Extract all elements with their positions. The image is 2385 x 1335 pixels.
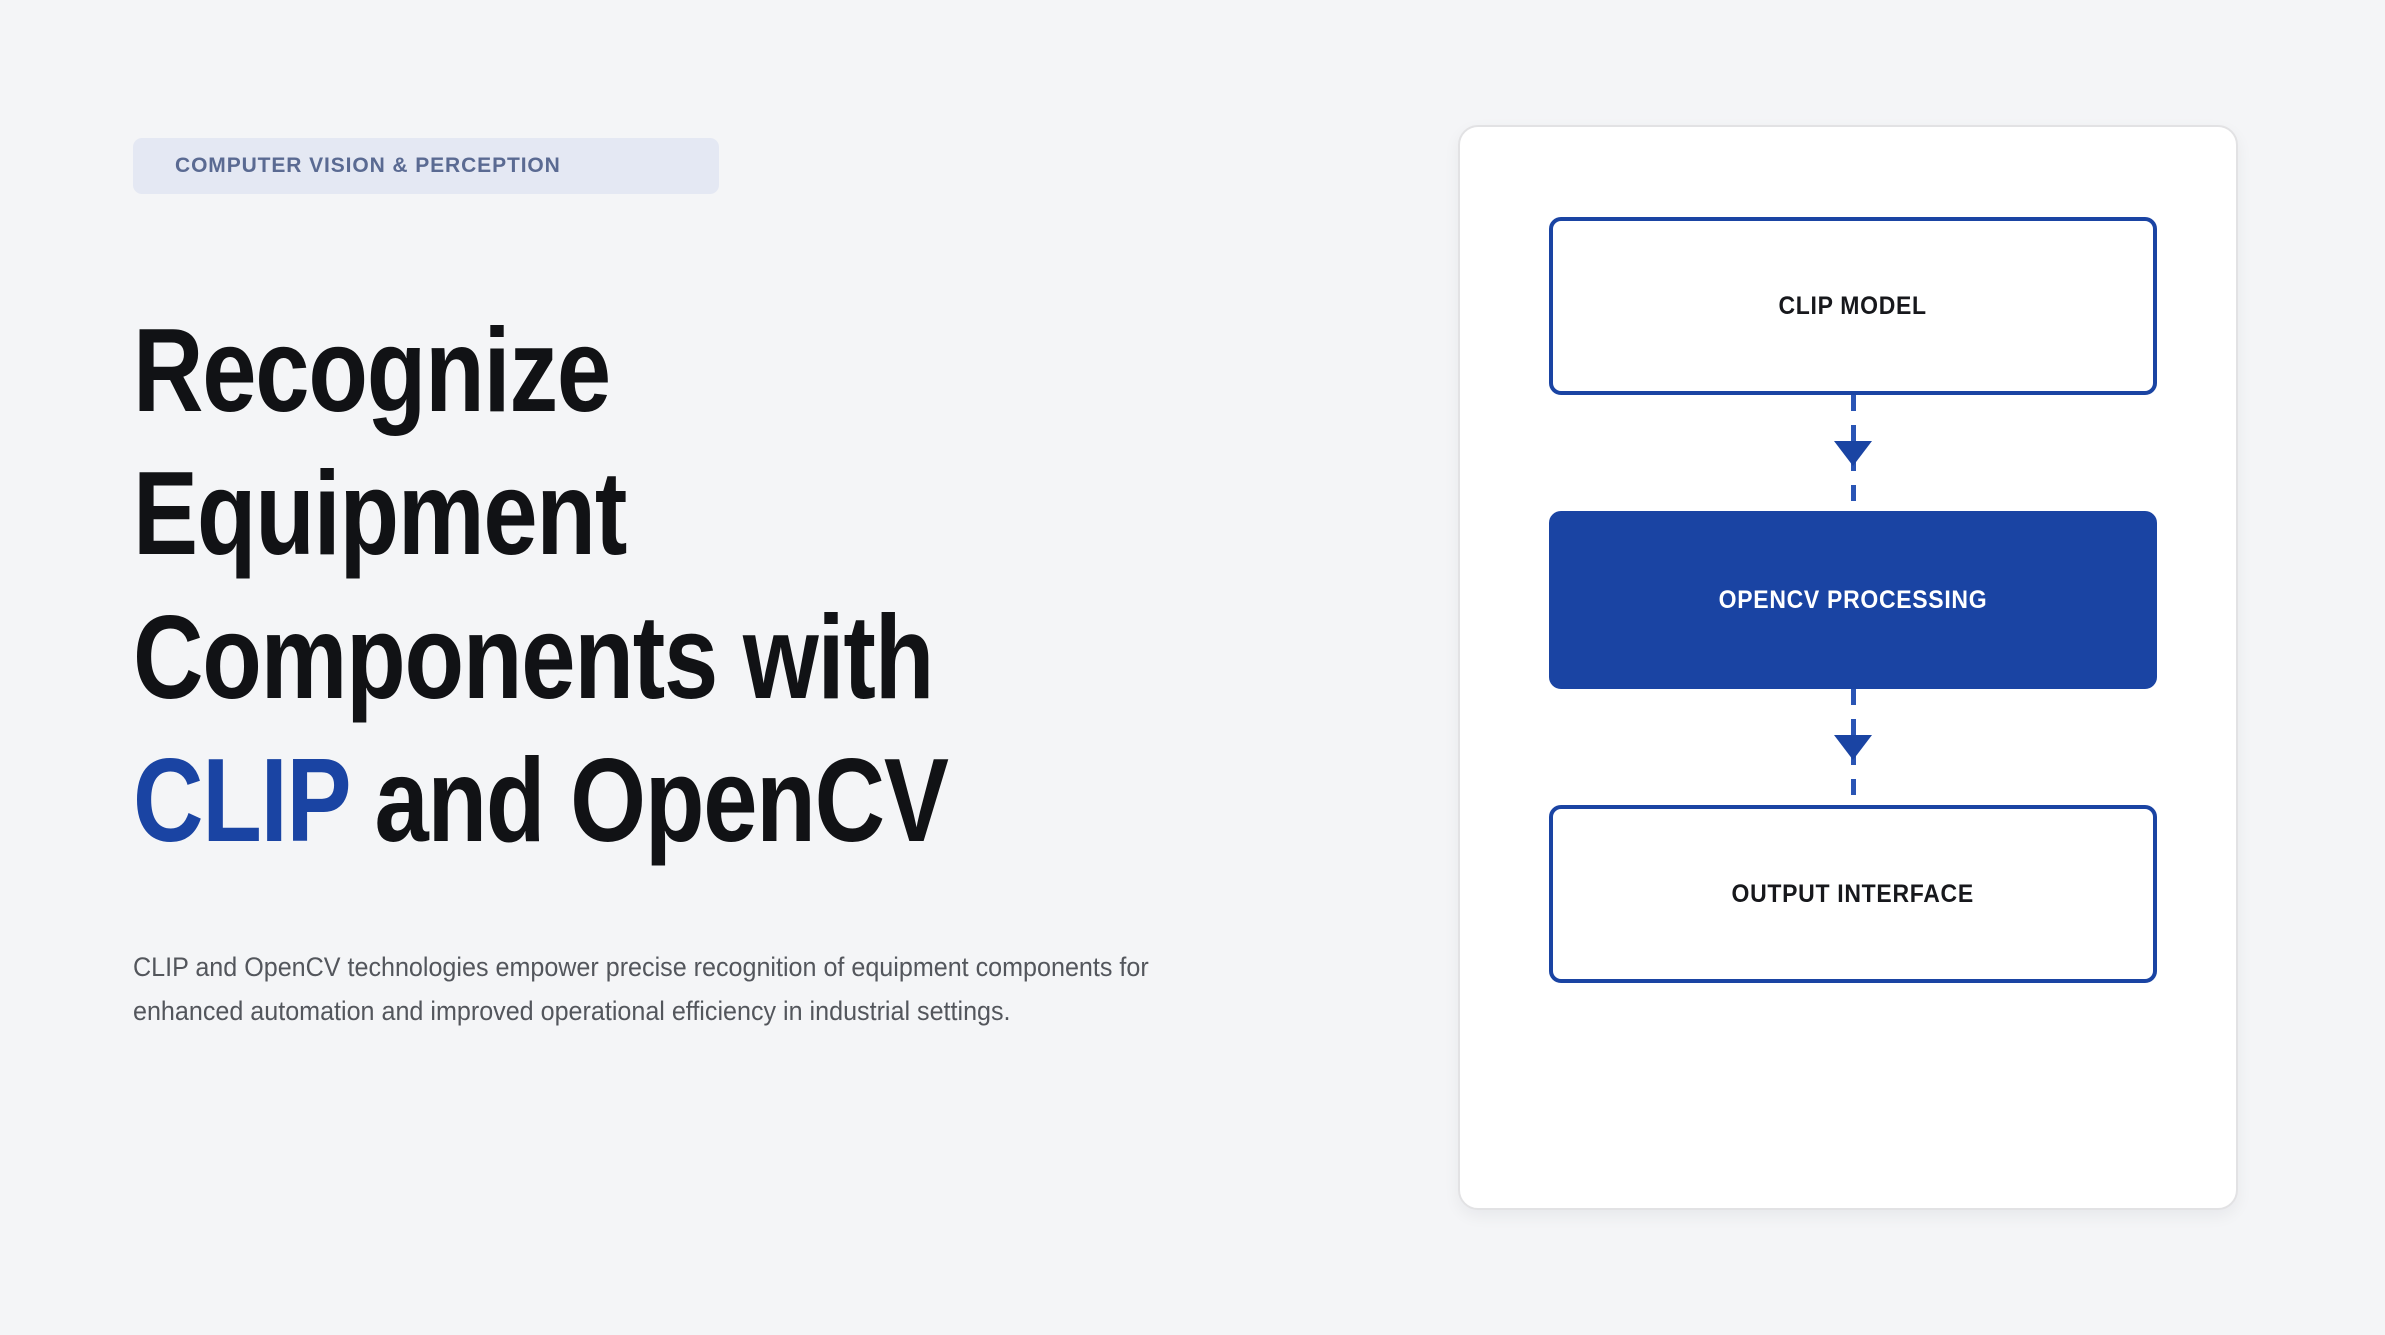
flow-node-opencv-processing[interactable]: OPENCV PROCESSING [1549, 511, 2157, 689]
hero-text-column: COMPUTER VISION & PERCEPTION Recognize E… [133, 138, 1253, 1033]
page-title: Recognize Equipment Components with CLIP… [133, 299, 1002, 873]
headline-accent-clip: CLIP [133, 734, 350, 868]
flow-connector-1 [1549, 395, 2157, 511]
flow-connector-2 [1549, 689, 2157, 805]
category-badge: COMPUTER VISION & PERCEPTION [133, 138, 719, 194]
arrow-down-icon [1834, 735, 1872, 760]
diagram-card: CLIP MODEL OPENCV PROCESSING OUTPUT INTE… [1458, 125, 2238, 1210]
flowchart: CLIP MODEL OPENCV PROCESSING OUTPUT INTE… [1549, 217, 2157, 983]
category-badge-label: COMPUTER VISION & PERCEPTION [175, 154, 561, 177]
flow-node-label: CLIP MODEL [1778, 291, 1928, 320]
headline-part-1: Recognize Equipment Components with [133, 304, 934, 724]
headline-part-2: and OpenCV [348, 734, 948, 868]
flow-node-label: OUTPUT INTERFACE [1731, 879, 1975, 908]
arrow-down-icon [1834, 441, 1872, 466]
hero-description: CLIP and OpenCV technologies empower pre… [133, 951, 1149, 1026]
flow-node-clip-model[interactable]: CLIP MODEL [1549, 217, 2157, 395]
flow-node-output-interface[interactable]: OUTPUT INTERFACE [1549, 805, 2157, 983]
flow-node-label: OPENCV PROCESSING [1718, 585, 1988, 614]
